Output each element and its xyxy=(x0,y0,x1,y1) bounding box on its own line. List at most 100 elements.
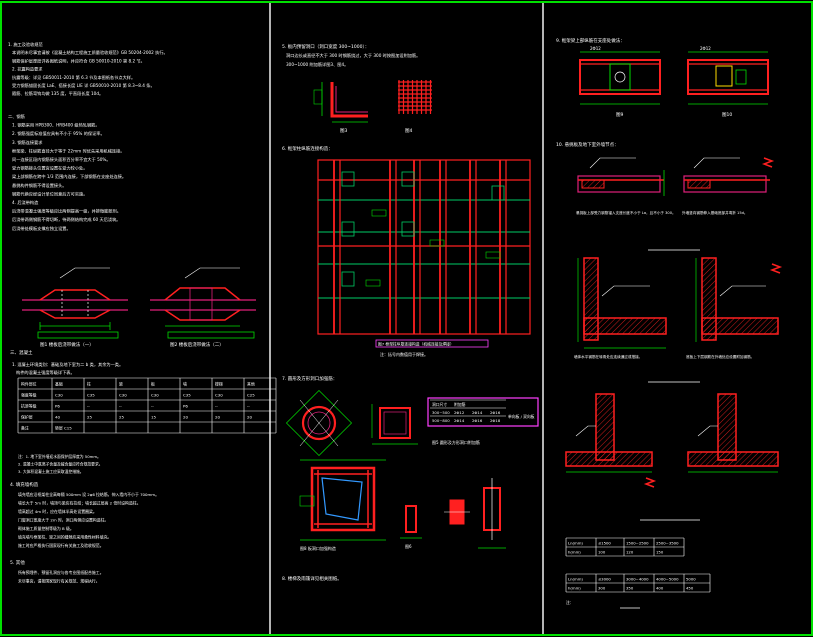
dim-top-right: 2Φ12 xyxy=(700,46,711,51)
table-cell: 5000 xyxy=(686,577,696,582)
fig10-label: 图10 xyxy=(722,112,732,118)
square-opening-detail xyxy=(371,404,418,445)
note-line: 构件的混凝土强度等级详下表。 xyxy=(16,369,75,376)
table-cell: 350 xyxy=(626,586,634,591)
table-cell: 20 xyxy=(247,415,252,420)
beam-support-detail-left: 2Φ12 图9 xyxy=(579,46,661,118)
note-line: 4. 后浇带构造 xyxy=(12,199,39,206)
note-line: 受力钢筋接头位置宜设置在受力较小处。 xyxy=(12,165,87,172)
table-cell: 15 xyxy=(151,415,156,420)
note-line: 门窗洞口宽度大于 2m 时，洞口两侧应设置构造柱。 xyxy=(18,518,108,523)
beam-support-detail-right: 2Φ12 图10 xyxy=(687,46,769,118)
table-cell: Ln(mm) xyxy=(568,541,583,546)
opening-subheading: 洞口边长或直径不大于 300 时钢筋绕过，大于 300 时按图加设附加筋。 xyxy=(286,52,420,59)
table-cell: 450 xyxy=(686,586,694,591)
table-cell: 板 xyxy=(151,382,155,387)
column-connection-heading: 6. 框架柱纵筋连接构造： xyxy=(282,145,333,152)
foundation-detail-right xyxy=(687,393,779,473)
table-cell: -- xyxy=(87,404,90,409)
wall-note-right: 底板上下层钢筋在外墙处应设置附加钢筋。 xyxy=(686,354,754,359)
table-cell: 120 xyxy=(626,550,634,555)
legend-cell: 2Φ18 xyxy=(490,418,501,423)
table-cell: C35 xyxy=(183,393,191,398)
detail-caption-2: 图2 楼板后浇带做法（二） xyxy=(170,341,224,348)
legend-cell: 2Φ12 xyxy=(454,410,465,415)
table-cell: 4000~5000 xyxy=(656,577,679,582)
beam-section-detail: 图3 xyxy=(313,82,368,134)
wall-corner-detail-right: 底板上下层钢筋在外墙处应设置附加钢筋。 xyxy=(686,257,783,359)
table-cell: C30 xyxy=(151,393,159,398)
cantilever-detail-left: 悬挑板上部受力钢筋锚入支座长度不小于 La，且不小于 300。 xyxy=(576,157,676,215)
notes-section-2: 二、钢筋1. 钢筋采用 HPB300、HRB400 级热轧钢筋。2. 钢筋强度标… xyxy=(8,113,126,232)
table-cell: -- xyxy=(119,404,122,409)
opening-heading: 5. 板内预留洞口（洞口宽度 300~1000）： xyxy=(282,43,369,50)
fig-caption-openings: 图8 板洞口加强构造 xyxy=(300,545,336,551)
other-notes: 所有预埋件、预留孔洞应与各专业图纸配合施工。未尽事宜，请按国家现行有关规范、规程… xyxy=(18,570,104,584)
table-cell: 150 xyxy=(656,550,664,555)
foundation-detail-left xyxy=(565,393,657,488)
concrete-table-notes: 注：1. 地下室外墙迎水面保护层厚度为 50mm。 2. 混凝土中氯离子含量及碱含… xyxy=(18,454,103,474)
fig9-label: 图9 xyxy=(616,112,623,118)
column-grid-caption: 图7 框架柱纵筋连接构造（机械连接及焊接） xyxy=(378,342,454,347)
table-cell: 100 xyxy=(598,550,606,555)
note-line: 后浇带两侧钢筋不得切断，待两侧结构完成 60 天后浇筑。 xyxy=(12,216,121,223)
table2-note: 注： xyxy=(566,600,574,605)
table-cell: 40 xyxy=(55,415,60,420)
table-cell: C30 xyxy=(119,393,127,398)
note-line: 钢筋保护层厚度详各图纸说明，并应符合 GB 50010-2010 第 8.2 节… xyxy=(12,57,145,64)
table-cell: 300 xyxy=(598,586,606,591)
table-cell: 20 xyxy=(215,415,220,420)
table-cell: 墙 xyxy=(183,382,187,387)
column-tie-detail xyxy=(478,478,506,549)
legend-cell: 2Φ14 xyxy=(454,418,465,423)
table-cell: 保护层 xyxy=(21,415,33,420)
legend-cell: 2Φ14 xyxy=(472,410,483,415)
cantilever-heading: 10. 悬挑板及地下室外墙节点： xyxy=(556,141,619,148)
table-cell: 备注 xyxy=(21,426,29,431)
table-cell: -- xyxy=(151,404,154,409)
fig4-label: 图4 xyxy=(405,128,412,134)
note-line: 后浇带处模板支撑应独立设置。 xyxy=(12,225,71,232)
fig5-caption: 图5 圆形及方形洞口附加筋 xyxy=(432,439,480,445)
note-line: 1. 施工及验收规范 xyxy=(8,41,43,48)
cantilever-note-right: 外墙竖向钢筋伸入基础底部并弯折 15d。 xyxy=(682,210,748,215)
note-line: 施工时应严格执行国家现行有关施工及验收规范。 xyxy=(18,543,104,548)
beam-support-heading: 9. 框架梁上部纵筋在支座处做法： xyxy=(556,37,625,44)
table-cell: 柱 xyxy=(87,382,91,387)
table-cell: 400 xyxy=(656,586,664,591)
cantilever-detail-right: 外墙竖向钢筋伸入基础底部并弯折 15d。 xyxy=(682,157,775,215)
concrete-section-heading: 三、混凝土 xyxy=(10,349,33,356)
note-line: 所有预埋件、预留孔洞应与各专业图纸配合施工。 xyxy=(18,570,104,575)
note-line: 2. 混凝土中氯离子含量及碱含量应符合规范要求。 xyxy=(18,462,103,467)
table-cell: 垫层 C15 xyxy=(55,426,72,431)
note-line: 悬挑构件钢筋不得设置接头。 xyxy=(12,182,66,189)
concrete-notes: 1. 混凝土环境类别：基础及地下室为二 b 类，其余为一类。构件的混凝土强度等级… xyxy=(12,361,123,376)
note-line: 受力钢筋锚固长度 LaE、搭接长度 LlE 详 GB50010-2010 第 8… xyxy=(12,82,155,89)
panel-column-details: 5. 板内预留洞口（洞口宽度 300~1000）： 洞口边长或直径不大于 300… xyxy=(282,43,539,582)
wall-tie-detail xyxy=(444,499,470,525)
note-line: 1. 钢筋采用 HPB300、HRB400 级热轧钢筋。 xyxy=(12,122,100,129)
table-cell: 楼梯 xyxy=(215,382,223,387)
table-cell: 基础 xyxy=(55,382,63,387)
infill-wall-heading: 4. 填充墙构造 xyxy=(10,481,39,488)
other-heading: 5. 其他 xyxy=(10,559,25,566)
legend-cell: 2Φ16 xyxy=(490,410,501,415)
table-cell: ≤3000 xyxy=(598,577,611,582)
large-opening-detail: 图8 板洞口加强构造 xyxy=(299,459,386,551)
note-line: 2. 钢筋强度标准值应具有不小于 95% 的保证率。 xyxy=(12,130,105,137)
note-line: 注：1. 地下室外墙迎水面保护层厚度为 50mm。 xyxy=(18,454,101,459)
table-cell: -- xyxy=(215,404,218,409)
table-cell: 抗渗等级 xyxy=(21,404,37,409)
fig6-label: 图6 xyxy=(405,543,412,549)
table-cell: 3000~4000 xyxy=(626,577,649,582)
table-cell: C30 xyxy=(215,393,223,398)
table-cell: 25 xyxy=(87,415,92,420)
table-cell: C25 xyxy=(247,393,255,398)
note-line: 1. 混凝土环境类别：基础及地下室为二 b 类，其余为一类。 xyxy=(12,361,123,368)
note-line: 墙高超过 4m 时，应在墙体半高处设置圈梁。 xyxy=(18,509,97,514)
